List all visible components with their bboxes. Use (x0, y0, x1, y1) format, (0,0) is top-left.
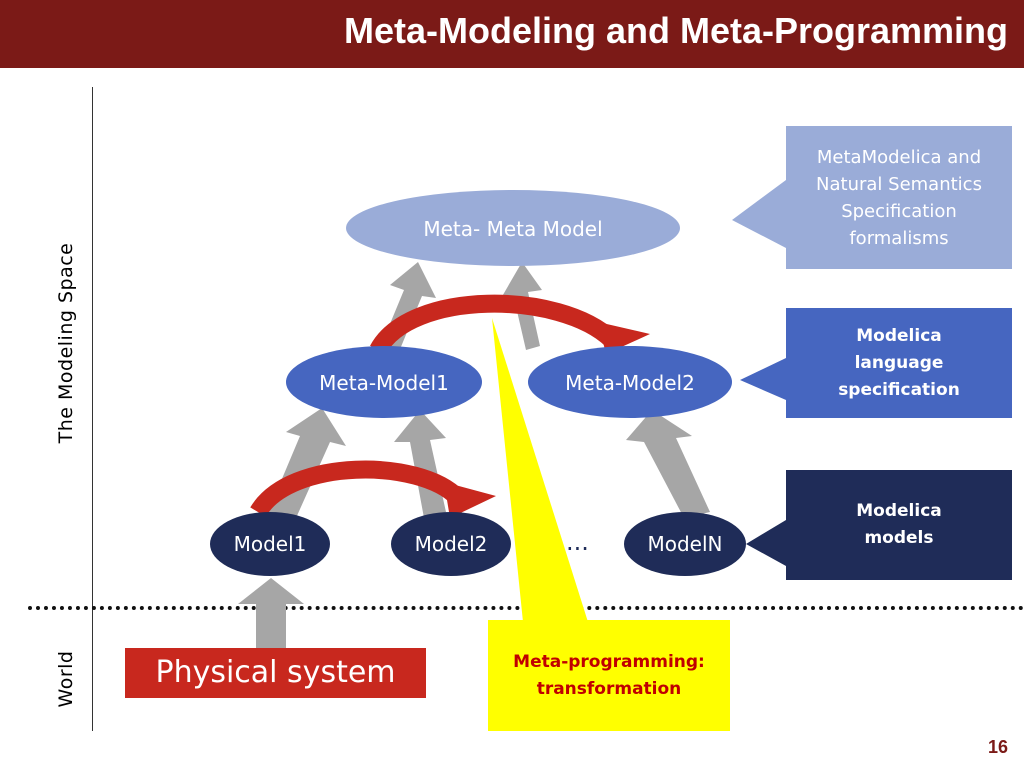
callout-pointer-models (746, 520, 786, 566)
metamodelica-line-2: Natural Semantics (816, 173, 982, 195)
model2-ellipse (391, 512, 511, 576)
callout-pointer-metamodelica (732, 180, 786, 248)
ellipsis-more-models: ... (566, 528, 589, 556)
language-spec-callout: Modelica language specification (786, 308, 1012, 418)
meta-meta-model-ellipse (346, 190, 680, 266)
metamodelica-callout: MetaModelica and Natural Semantics Speci… (786, 126, 1012, 269)
language-spec-line-1: Modelica (856, 325, 942, 346)
vertical-divider (92, 87, 93, 731)
modeln-label: ModelN (647, 532, 723, 556)
language-spec-line-2: language (854, 352, 944, 373)
meta-meta-model-label: Meta- Meta Model (423, 217, 603, 241)
transformation-arrow-lower (250, 460, 465, 518)
meta-programming-line-2: transformation (536, 678, 682, 699)
physical-system-box: Physical system (125, 648, 426, 698)
language-spec-line-3: specification (838, 379, 960, 400)
model2-label: Model2 (414, 532, 488, 556)
transformation-arrow-upper-head (598, 322, 650, 354)
arrow-modeln-to-meta-model2 (626, 410, 710, 518)
title-bar: Meta-Modeling and Meta-Programming (0, 0, 1024, 68)
page-number: 16 (987, 737, 1008, 757)
models-line-2: models (864, 528, 934, 548)
meta-programming-box: Meta-programming: transformation (488, 620, 730, 731)
model1-ellipse (210, 512, 330, 576)
transformation-arrow-upper (370, 294, 619, 355)
meta-programming-line-1: Meta-programming: (513, 651, 705, 672)
meta-model1-label: Meta-Model1 (319, 371, 449, 395)
transformation-arrow-lower-head (444, 482, 496, 518)
slide-title: Meta-Modeling and Meta-Programming (343, 10, 1008, 51)
models-callout: Modelica models (786, 470, 1012, 580)
meta-programming-wedge (492, 318, 588, 622)
modeln-ellipse (624, 512, 746, 576)
model1-label: Model1 (233, 532, 307, 556)
models-line-1: Modelica (856, 501, 942, 521)
meta-model1-ellipse (286, 346, 482, 418)
metamodelica-line-3: Specification (841, 200, 957, 222)
metamodelica-line-1: MetaModelica and (816, 146, 982, 168)
arrow-physical-to-model1 (238, 578, 304, 648)
metamodelica-line-4: formalisms (849, 227, 949, 249)
meta-model2-ellipse (528, 346, 732, 418)
callout-pointer-language (740, 358, 786, 400)
meta-model2-label: Meta-Model2 (565, 371, 695, 395)
